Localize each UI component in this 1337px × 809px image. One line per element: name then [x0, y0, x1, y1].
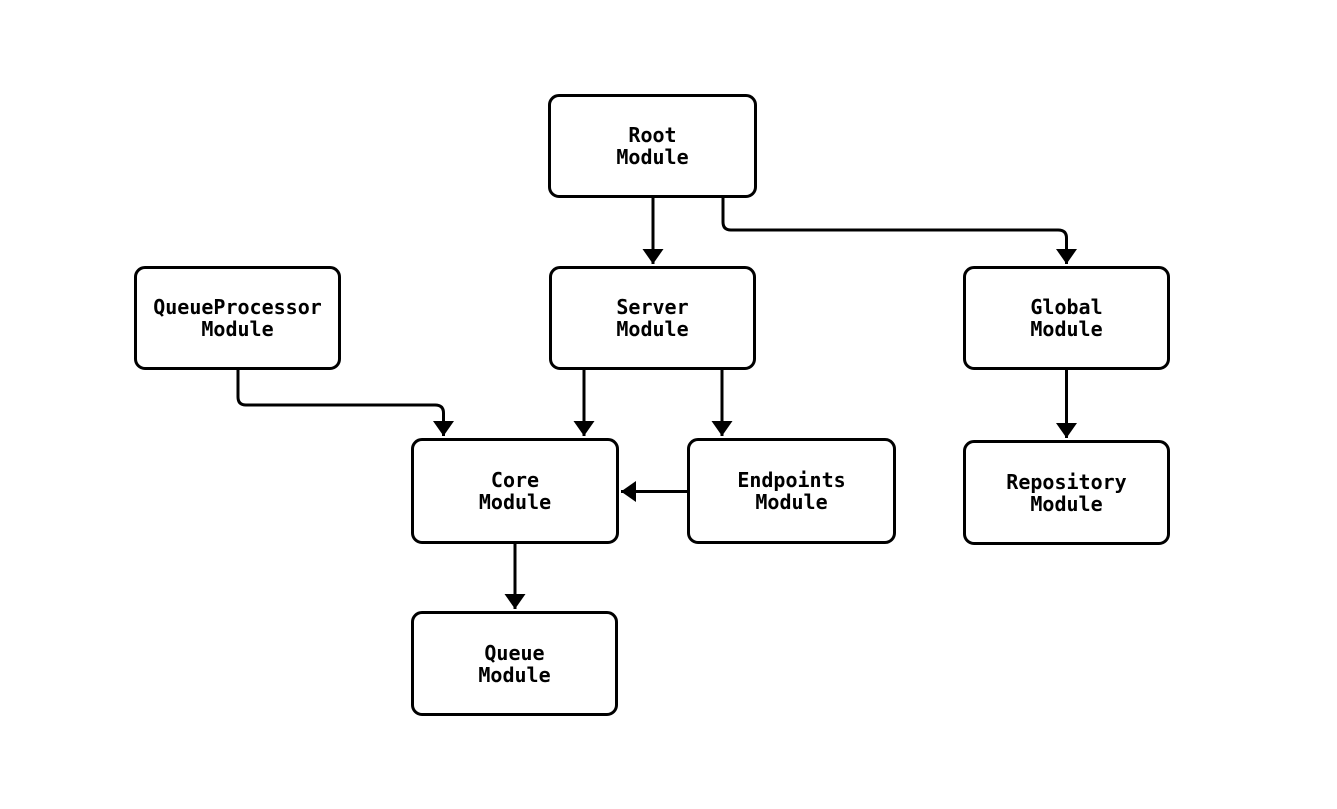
node-label: Global: [1030, 295, 1103, 319]
node-root-module: Root Module: [548, 94, 757, 198]
node-label: Module: [478, 490, 552, 514]
node-label: Root: [628, 123, 677, 147]
node-label: Module: [616, 317, 689, 341]
node-label: QueueProcessor: [153, 295, 322, 319]
node-repository-module: Repository Module: [963, 440, 1170, 545]
node-label: Module: [755, 490, 828, 514]
edge-queueprocessor-to-core: [236, 370, 454, 436]
node-queue-module: Queue Module: [411, 611, 618, 716]
node-label: Core: [490, 468, 540, 492]
node-label: Endpoints: [737, 468, 846, 492]
node-label: Module: [1030, 317, 1103, 341]
node-core-module: Core Module: [411, 438, 619, 544]
node-server-module: Server Module: [549, 266, 756, 370]
node-endpoints-module: Endpoints Module: [687, 438, 896, 544]
node-label: Module: [616, 145, 689, 169]
node-label: Module: [201, 317, 274, 341]
node-global-module: Global Module: [963, 266, 1170, 370]
node-label: Server: [616, 295, 689, 319]
node-label: Module: [478, 662, 551, 687]
node-label: Repository: [1006, 469, 1127, 494]
node-label: Module: [1030, 491, 1103, 516]
edge-root-to-global: [721, 198, 1077, 264]
node-queueprocessor-module: QueueProcessor Module: [134, 266, 341, 370]
node-label: Queue: [484, 640, 545, 665]
